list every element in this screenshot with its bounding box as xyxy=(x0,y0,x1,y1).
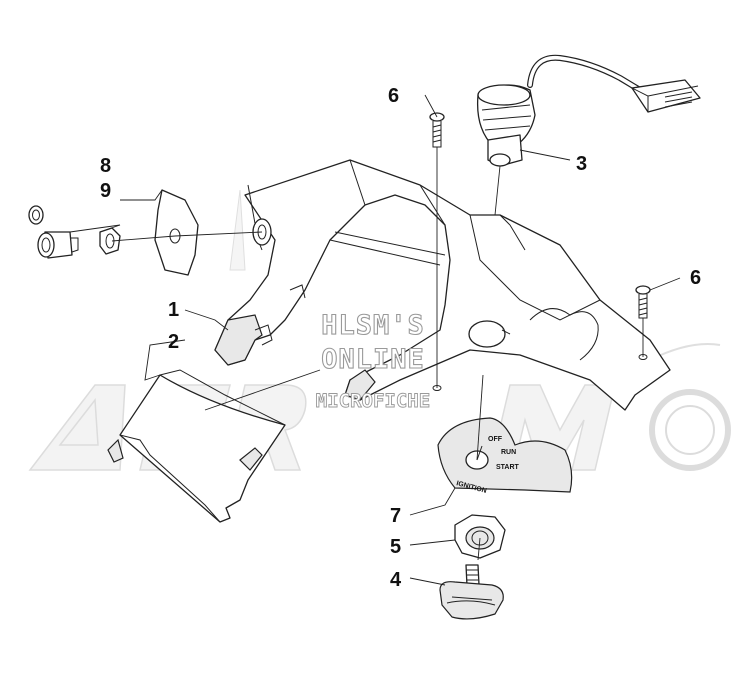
callout-2: 2 xyxy=(168,331,179,353)
watermark-line-3: MICROFICHE xyxy=(316,390,430,412)
plate-run-label: RUN xyxy=(501,449,516,456)
screw-left xyxy=(429,112,445,148)
ignition-decal-plate: OFF RUN START IGNITION xyxy=(437,417,573,495)
lower-cover xyxy=(107,369,286,523)
plate-off-label: OFF xyxy=(488,436,503,443)
decal-plate xyxy=(154,189,199,276)
ignition-switch-harness xyxy=(476,54,701,167)
callout-1: 1 xyxy=(168,299,179,321)
callout-6-right: 6 xyxy=(690,267,701,289)
callout-6-left: 6 xyxy=(388,85,399,107)
callout-numbers: 1 2 3 4 5 6 6 7 8 9 xyxy=(100,85,701,591)
screw-right xyxy=(635,285,651,319)
callout-4: 4 xyxy=(390,569,402,591)
callout-5: 5 xyxy=(390,536,401,558)
plate-start-label: START xyxy=(496,464,520,471)
watermark-line-2: ONLINE xyxy=(321,344,425,375)
watermark-line-1: HLSM'S xyxy=(321,310,425,341)
callout-9: 9 xyxy=(100,180,111,202)
watermark: HLSM'S ONLINE MICROFICHE xyxy=(315,309,430,412)
accessory-outlet xyxy=(28,205,79,259)
leader-lines xyxy=(69,94,681,586)
callout-8: 8 xyxy=(100,155,111,177)
callout-3: 3 xyxy=(576,153,587,175)
ignition-nut xyxy=(454,514,506,559)
ignition-key xyxy=(439,564,504,620)
console-housing xyxy=(214,159,671,411)
callout-7: 7 xyxy=(390,505,401,527)
